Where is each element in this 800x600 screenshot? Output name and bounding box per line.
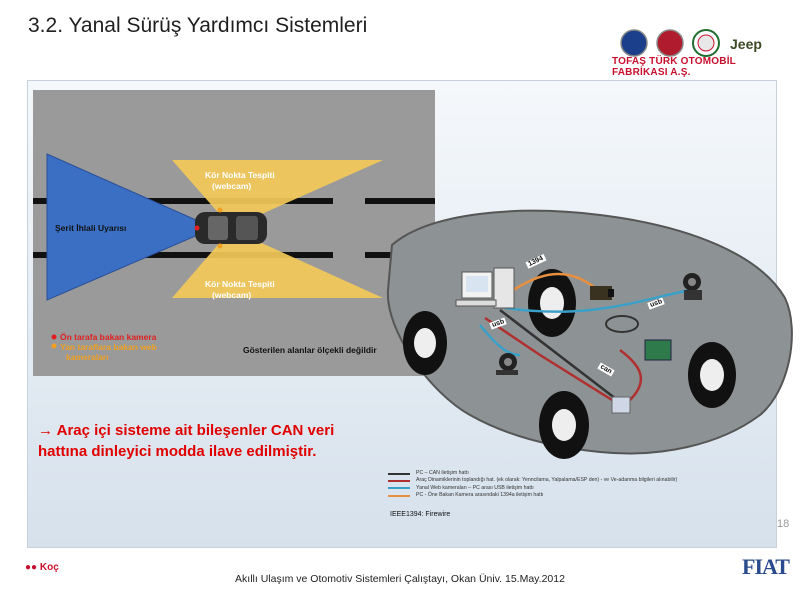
can-statement-text: → Araç içi sisteme ait bileşenler CAN ve…: [38, 422, 335, 460]
lane-warning-cone: [46, 153, 216, 301]
blind-spot-bottom-sub-label: (webcam): [212, 290, 252, 300]
blind-spot-bottom-area: [172, 240, 383, 298]
legend-row: PC - Öne Bakan Kamera arasındaki 1394a i…: [388, 492, 677, 499]
front-camera-legend-label: Ön tarafa bakan kamera: [60, 332, 157, 342]
fiat-logo-icon: [656, 29, 684, 57]
cable-legend: PC – CAN iletişim hattı Araç Dinamikleri…: [388, 470, 677, 499]
koc-logo: ●● Koç: [25, 562, 59, 573]
side-camera-legend-sub-label: kameraları: [66, 352, 109, 362]
front-camera-bullet-icon: [51, 334, 57, 340]
brand-logos: Jeep: [620, 29, 762, 57]
blind-spot-bottom-label: Kör Nokta Tespiti: [205, 279, 275, 289]
cable-lines: [479, 272, 691, 407]
can-device-icon: [611, 396, 631, 414]
jeep-logo: Jeep: [730, 36, 762, 52]
scale-note-label: Gösterilen alanlar ölçekli değildir: [243, 345, 377, 355]
blind-spot-top-sub-label: (webcam): [212, 181, 252, 191]
wheel-rear-left-icon: [539, 391, 589, 459]
tofas-brand-name: TOFAŞ TÜRK OTOMOBİL FABRİKASI A.Ş.: [612, 56, 736, 78]
page-number: 18: [777, 518, 790, 530]
car-body-shape: [386, 209, 793, 455]
ieee-note: IEEE1394: Firewire: [390, 511, 451, 518]
side-camera-bullet-icon: [51, 343, 57, 349]
blind-spot-top-area: [172, 160, 383, 217]
lancia-logo-icon: [620, 29, 648, 57]
fiat-bottom-logo: FIAT: [742, 554, 790, 579]
car-top-view-icon: [194, 207, 267, 249]
engine-unit-icon: [644, 339, 672, 361]
blind-spot-top-label: Kör Nokta Tespiti: [205, 170, 275, 180]
steering-wheel-icon: [605, 315, 639, 333]
wheel-rear-right-icon: [688, 342, 736, 408]
side-webcam-left-icon: [496, 353, 518, 375]
legend-row: Yanal Web kameraları – PC arası USB ilet…: [388, 485, 677, 492]
side-webcam-right-icon: [683, 273, 702, 300]
slide-title: 3.2. Yanal Sürüş Yardımcı Sistemleri: [28, 14, 368, 37]
pc-computer-icon: [455, 267, 515, 309]
lane-warning-label: Şerit İhlali Uyarısı: [55, 223, 127, 233]
footer-text: Akıllı Ulaşım ve Otomotiv Sistemleri Çal…: [235, 573, 565, 585]
side-camera-legend-label: Yan taraflara bakan web: [60, 342, 157, 352]
legend-row: PC – CAN iletişim hattı: [388, 470, 677, 477]
legend-row: Araç Dinamiklerinin toplandığı hat. (ek …: [388, 477, 677, 484]
wheel-front-left-icon: [403, 311, 447, 375]
front-camera-icon: [590, 286, 614, 300]
